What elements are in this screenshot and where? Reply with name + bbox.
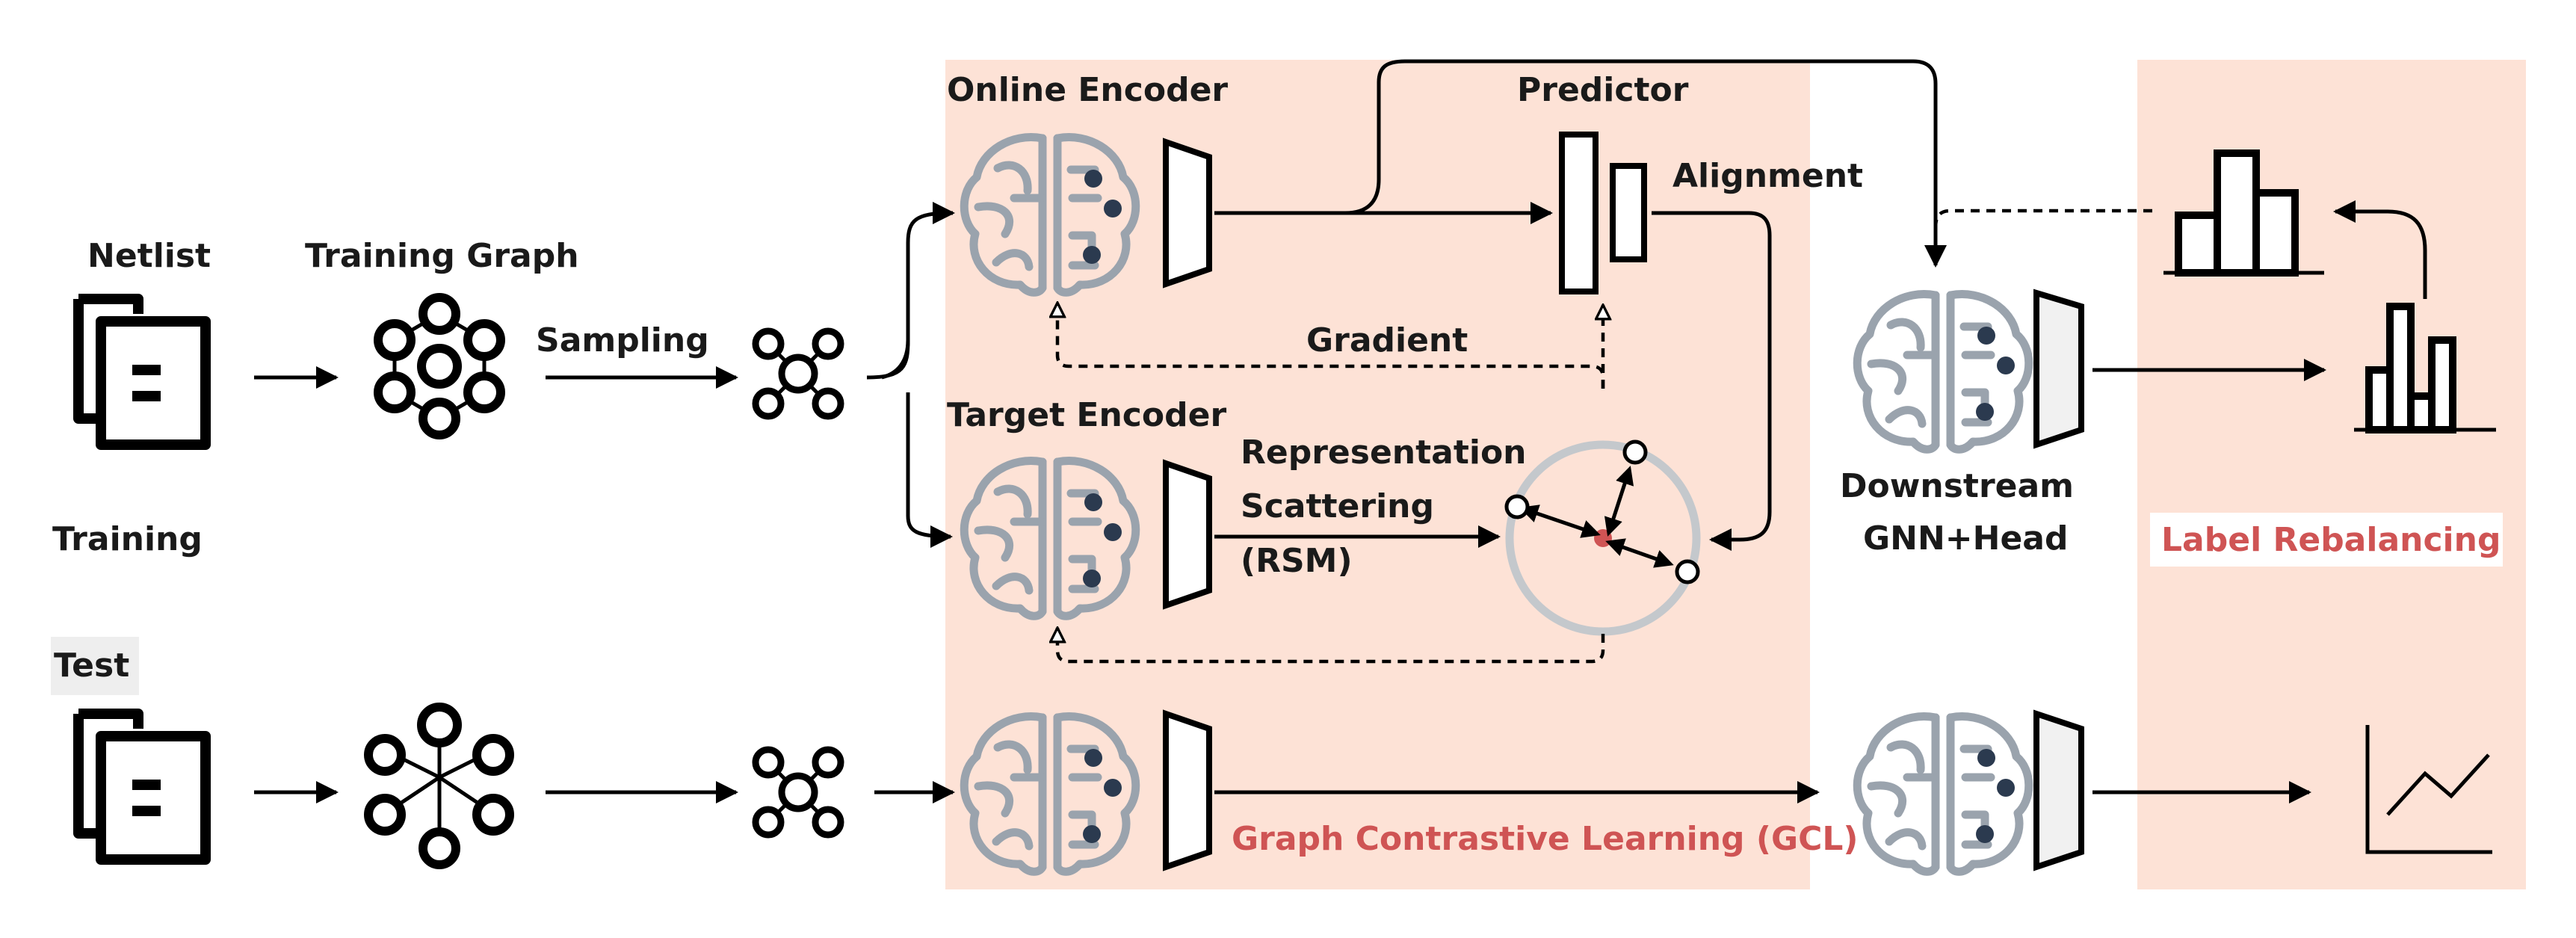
- representation-scattering-ring: [1504, 439, 1701, 636]
- gradient-label: Gradient: [1306, 321, 1468, 360]
- training-graph-icon: [374, 293, 505, 439]
- test-graph-icon: [364, 703, 514, 869]
- target-encoder-trapezoid-icon: [1163, 459, 1212, 610]
- alignment-label: Alignment: [1672, 157, 1863, 195]
- representation-label: Representation: [1241, 433, 1527, 472]
- predictor-label: Predictor: [1517, 71, 1689, 109]
- target-encoder-label: Target Encoder: [947, 396, 1226, 434]
- rsm-label: (RSM): [1241, 542, 1353, 580]
- sampling-label: Sampling: [536, 321, 709, 360]
- rebalance-up-arrow: [2333, 200, 2427, 299]
- online-to-downstream-arrow: [1344, 59, 1947, 268]
- predictor-bars-icon: [1559, 132, 1647, 294]
- test-downstream-head-trapezoid-icon: [2033, 709, 2084, 871]
- netlist-document-icon: [78, 299, 206, 445]
- downstream-label: Downstream: [1840, 467, 2074, 505]
- gcl-label: Graph Contrastive Learning (GCL): [1232, 820, 1859, 858]
- label-rebalancing-label-bg: [2150, 513, 2503, 567]
- test-tag-bg: [51, 637, 139, 695]
- balanced-histogram-icon: [2163, 149, 2324, 277]
- alignment-arrow: [1652, 211, 1772, 551]
- online-encoder-trapezoid-icon: [1163, 138, 1212, 289]
- label-rebalancing-panel: [2137, 60, 2526, 889]
- online-encoder-label: Online Encoder: [947, 71, 1228, 109]
- line-chart-icon: [2365, 725, 2492, 854]
- label-rebalancing-label: Label Rebalancing: [2161, 521, 2501, 559]
- scattering-label: Scattering: [1241, 487, 1434, 525]
- branch-brace: [866, 211, 951, 380]
- netlist-label: Netlist: [87, 237, 211, 275]
- gradient-to-target-path: [1057, 628, 1605, 664]
- test-label: Test: [54, 647, 129, 685]
- rebalancing-feedback-path: [1933, 209, 2152, 229]
- test-downstream-brain-icon: [1857, 717, 2029, 872]
- training-label: Training: [52, 520, 203, 558]
- imbalanced-histogram-icon: [2354, 303, 2496, 433]
- branch-to-target-arrow: [906, 392, 953, 548]
- test-document-icon: [78, 714, 206, 860]
- test-encoder-trapezoid-icon: [1163, 709, 1212, 871]
- sampled-subgraph-icon: [756, 331, 841, 416]
- test-subgraph-icon: [756, 750, 841, 835]
- downstream-brain-icon: [1857, 294, 2029, 450]
- training-graph-label: Training Graph: [305, 237, 579, 275]
- downstream-head-trapezoid-icon: [2033, 289, 2084, 449]
- gnn-head-label: GNN+Head: [1863, 519, 2068, 558]
